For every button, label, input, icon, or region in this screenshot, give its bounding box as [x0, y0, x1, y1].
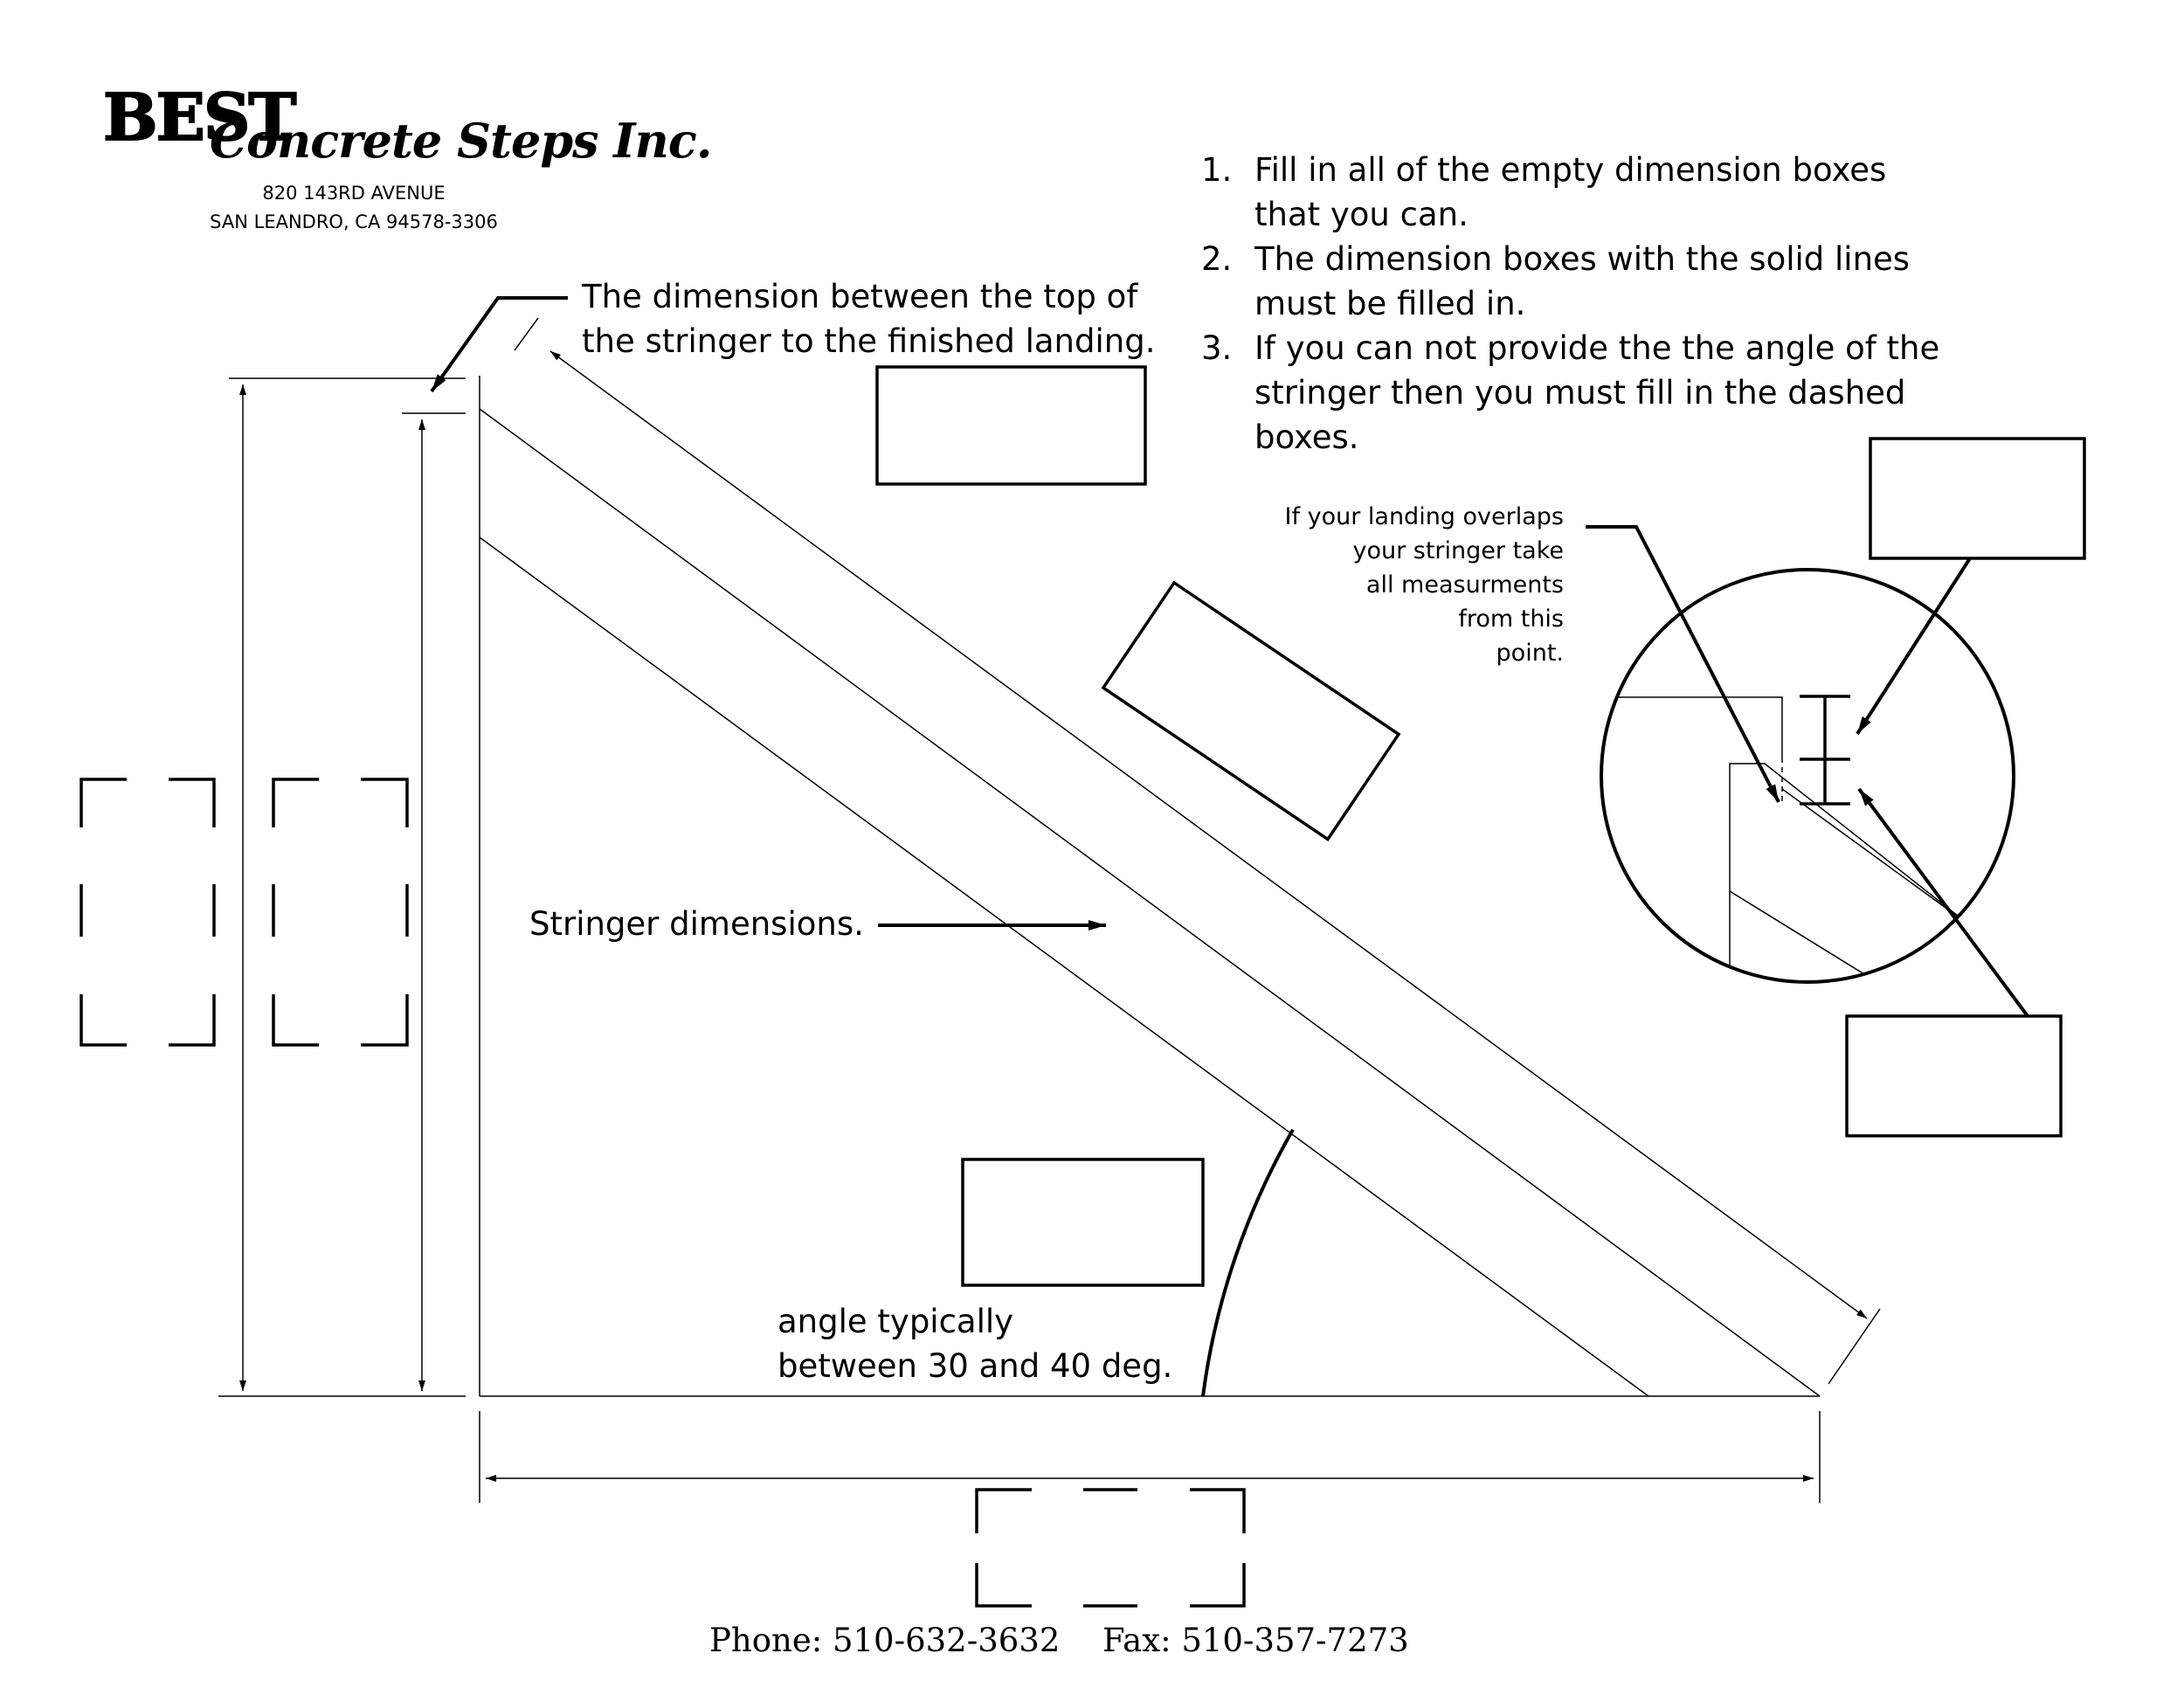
overlap-note-line5: point.: [1496, 640, 1564, 667]
detail-stringer-bottom-edge: [1729, 890, 1888, 982]
instruction-1-line-1: Fill in all of the empty dimension boxes: [1254, 151, 1886, 189]
company-address-line2: SAN LEANDRO, CA 94578-3306: [210, 211, 498, 232]
instruction-number-1: 1.: [1201, 151, 1232, 189]
detail-circle: [1600, 568, 2015, 984]
stringer-height-dashed-box[interactable]: [272, 778, 409, 1047]
logo-brand-main: BEST: [103, 80, 296, 156]
detail-stringer-outline: [1729, 763, 1972, 982]
top-dimension-leader-arrow: [430, 296, 568, 393]
stringer-dimensions-label: Stringer dimensions.: [529, 905, 864, 943]
detail-landing-outline: [1601, 696, 1783, 758]
run-dashed-box[interactable]: [975, 1488, 1246, 1608]
company-address-line1: 820 143RD AVENUE: [262, 183, 445, 204]
angle-note-line2: between 30 and 40 deg.: [778, 1347, 1172, 1385]
overlap-note-line4: from this: [1458, 605, 1564, 633]
detail-offset-dimension-box[interactable]: [1869, 437, 2086, 560]
instruction-number-2: 2.: [1201, 240, 1232, 278]
detail-landing-leader-arrow: [1857, 787, 2029, 1018]
overlap-point-leader-arrow: [1586, 525, 1780, 803]
logo-brand-script: Concrete Steps Inc.: [210, 113, 712, 169]
overlap-note-line2: your stringer take: [1352, 537, 1564, 564]
instruction-3-line-3: boxes.: [1254, 419, 1359, 456]
company-logo: BEST Concrete Steps Inc.: [102, 80, 713, 169]
stringer-length-bottom-extension: [1828, 1308, 1881, 1385]
instruction-2-line-2: must be filled in.: [1254, 285, 1525, 322]
top-dimension-label-line1: The dimension between the top of: [581, 278, 1138, 315]
stringer-angle-arc: [1201, 1129, 1295, 1397]
instruction-3-line-2: stringer then you must fill in the dashe…: [1254, 374, 1905, 412]
instructions-list: 1. Fill in all of the empty dimension bo…: [1201, 151, 1939, 456]
detail-stringer-top-edge: [1781, 788, 1972, 927]
top-offset-dimension-box[interactable]: [875, 365, 1147, 486]
footer-fax: Fax: 510-357-7273: [1102, 1622, 1409, 1659]
overlap-note-line3: all measurments: [1366, 571, 1564, 598]
instruction-3-line-1: If you can not provide the the angle of …: [1254, 329, 1939, 367]
stringer-length-dimension-line: [549, 350, 1868, 1319]
landing-overlap-detail: [1600, 568, 2015, 984]
instruction-2-line-1: The dimension boxes with the solid lines: [1254, 240, 1910, 278]
stringer-length-dimension-box[interactable]: [1101, 580, 1401, 841]
overlap-note: If your landing overlaps your stringer t…: [1285, 503, 1564, 667]
angle-note-line1: angle typically: [778, 1303, 1013, 1340]
instruction-number-3: 3.: [1201, 329, 1232, 367]
stringer-length-top-extension: [514, 317, 539, 351]
detail-offset-leader-arrow: [1856, 557, 1972, 736]
overall-height-dashed-box[interactable]: [79, 778, 216, 1047]
instruction-1-line-2: that you can.: [1254, 196, 1469, 233]
detail-landing-dimension-box[interactable]: [1845, 1014, 2063, 1138]
footer-phone: Phone: 510-632-3632: [709, 1622, 1060, 1659]
top-dimension-label-line2: the stringer to the finished landing.: [582, 322, 1155, 360]
angle-dimension-box[interactable]: [961, 1158, 1205, 1287]
overlap-note-line1: If your landing overlaps: [1285, 503, 1564, 530]
